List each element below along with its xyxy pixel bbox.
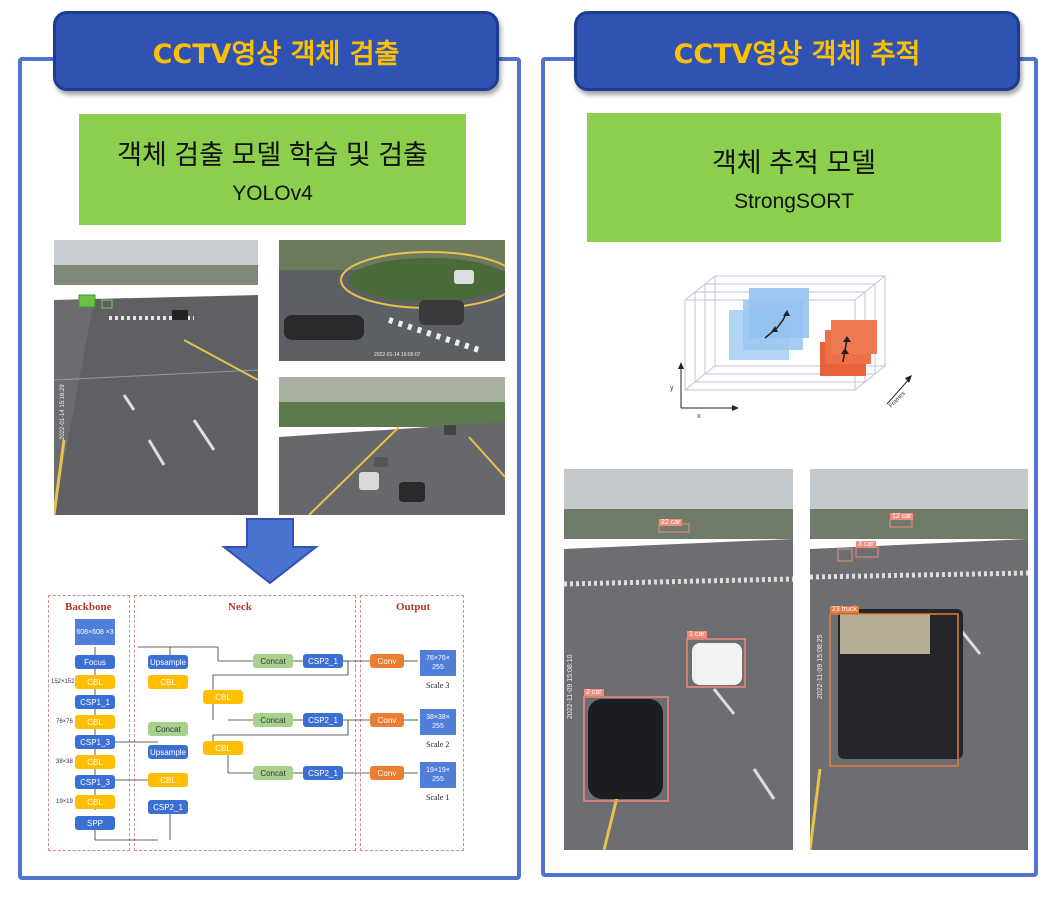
tracking-3d-diagram: y x Frames: [670, 275, 912, 420]
focus-block: Focus: [75, 655, 115, 669]
track-label: 23 truck: [830, 606, 859, 613]
tracking-timestamp-2: 2022-11-09 15:08:25: [817, 634, 824, 699]
csp2-1-block: CSP2_1: [303, 713, 343, 727]
tracking-timestamp-1: 2022-11-09 15:08:10: [567, 654, 574, 719]
csp2-1-block: CSP2_1: [303, 766, 343, 780]
track-label: 3 car: [856, 541, 876, 548]
detection-model-name: YOLOv4: [232, 182, 313, 205]
track-label: 22 car: [659, 519, 683, 526]
down-arrow-icon: [221, 518, 319, 585]
cbl-block: CBL: [148, 773, 188, 787]
scale-label: Scale 3: [426, 681, 450, 690]
cbl-block: CBL: [75, 675, 115, 689]
conv-block: Conv: [370, 713, 404, 727]
cctv-photo-road-1: 2022-01-14 15:16:29: [54, 240, 258, 515]
csp1-3-block: CSP1_3: [75, 775, 115, 789]
size-label: 19×19: [56, 799, 73, 805]
tracking-photo-1: 2022-11-09 15:08:10 1 car 2 car 22 car: [564, 469, 793, 850]
concat-block: Concat: [253, 713, 293, 727]
cbl-block: CBL: [203, 690, 243, 704]
track-label: 2 car: [584, 689, 604, 696]
detection-model-title: 객체 검출 모델 학습 및 검출: [117, 140, 428, 170]
axis-x-label: x: [697, 413, 701, 420]
cctv-photo-intersection: 2022-01-14 16:06:07: [279, 240, 505, 361]
concat-block: Concat: [148, 722, 188, 736]
size-label: 152×152: [51, 679, 75, 685]
track-label: 1 car: [687, 631, 707, 638]
section-output: Output: [396, 601, 431, 613]
csp2-1-block: CSP2_1: [148, 800, 188, 814]
scale-label: Scale 2: [426, 740, 450, 749]
csp2-1-block: CSP2_1: [303, 654, 343, 668]
output-cube: 38×38× 255: [420, 709, 456, 735]
tracking-model-name: StrongSORT: [734, 190, 854, 213]
cam-timestamp-1: 2022-01-14 15:16:29: [60, 384, 66, 440]
upsample-block: Upsample: [148, 745, 188, 759]
track-label: 12 car: [890, 513, 914, 520]
csp1-3-block: CSP1_3: [75, 735, 115, 749]
cbl-block: CBL: [75, 795, 115, 809]
tracking-model-title: 객체 추적 모델: [711, 148, 877, 178]
output-cube: 76×76× 255: [420, 650, 456, 676]
spp-block: SPP: [75, 816, 115, 830]
conv-block: Conv: [370, 766, 404, 780]
csp1-1-block: CSP1_1: [75, 695, 115, 709]
concat-block: Concat: [253, 654, 293, 668]
detection-model-box: 객체 검출 모델 학습 및 검출 YOLOv4: [79, 114, 466, 225]
axis-y-label: y: [670, 385, 674, 392]
detection-tab-title: CCTV영상 객체 검출: [53, 11, 499, 91]
section-backbone: Backbone: [65, 601, 112, 613]
cctv-photo-road-2: [279, 377, 505, 515]
scale-label: Scale 1: [426, 793, 450, 802]
cbl-block: CBL: [203, 741, 243, 755]
tracking-photo-2: 2022-11-09 15:08:25 23 truck 3 car 12 ca…: [810, 469, 1028, 850]
yolov4-network-diagram: Backbone Neck Output: [48, 595, 466, 851]
concat-block: Concat: [253, 766, 293, 780]
conv-block: Conv: [370, 654, 404, 668]
cbl-block: CBL: [148, 675, 188, 689]
cbl-block: CBL: [75, 755, 115, 769]
size-label: 38×38: [56, 759, 73, 765]
cbl-block: CBL: [75, 715, 115, 729]
input-block: 608×608 ×3: [75, 619, 115, 645]
section-neck: Neck: [228, 601, 252, 613]
upsample-block: Upsample: [148, 655, 188, 669]
output-cube: 19×19× 255: [420, 762, 456, 788]
tracking-model-box: 객체 추적 모델 StrongSORT: [587, 113, 1001, 242]
size-label: 76×76: [56, 719, 73, 725]
tracking-tab-title: CCTV영상 객체 추적: [574, 11, 1020, 91]
cam-timestamp-2: 2022-01-14 16:06:07: [374, 352, 421, 358]
